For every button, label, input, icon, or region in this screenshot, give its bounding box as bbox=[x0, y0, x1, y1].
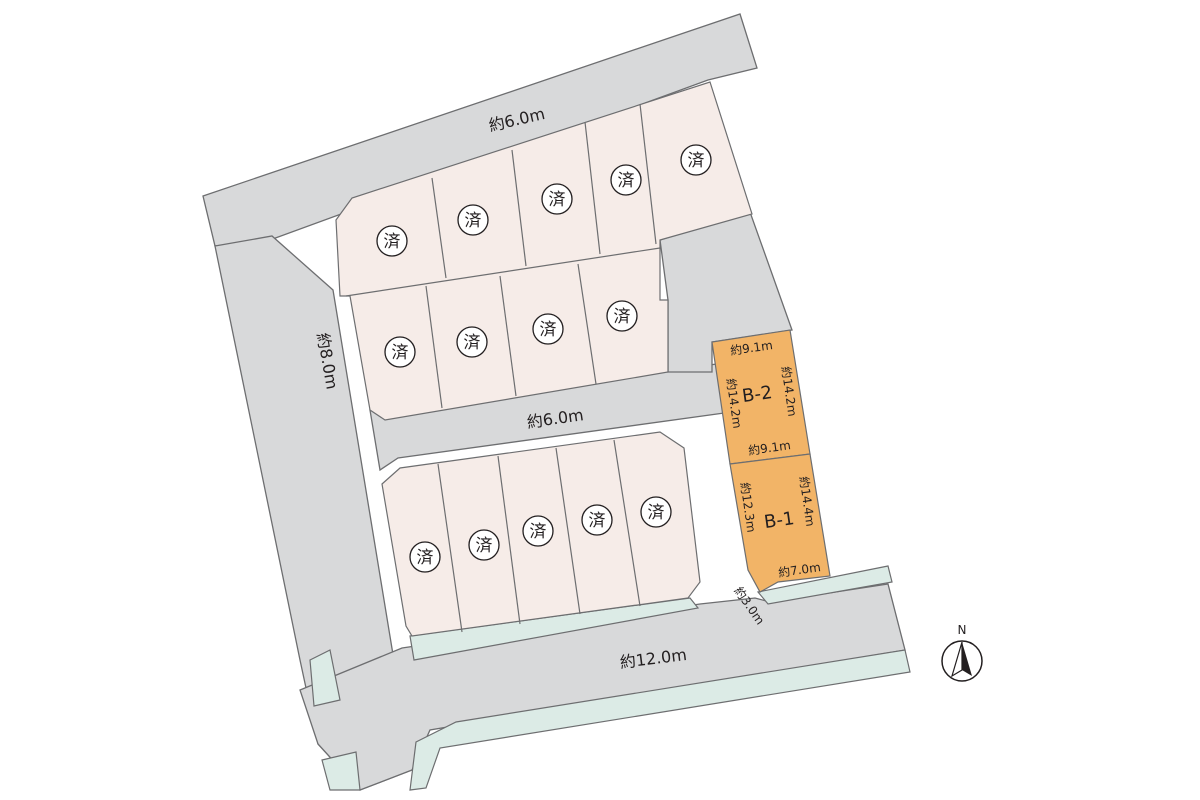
sold-mark-ring bbox=[468, 529, 500, 561]
sold-mark-ring bbox=[376, 225, 408, 257]
lot-b1-left-label: 約12.3m bbox=[738, 481, 760, 533]
sold-mark-ring bbox=[409, 541, 441, 573]
sold-mark: 済 bbox=[614, 307, 631, 327]
sold-mark: 済 bbox=[464, 333, 481, 353]
sold-mark-ring bbox=[532, 313, 564, 345]
sold-mark-ring bbox=[680, 144, 712, 176]
sold-mark: 済 bbox=[688, 151, 705, 171]
sold-mark-ring bbox=[456, 326, 488, 358]
sold-mark: 済 bbox=[540, 320, 557, 340]
sold-marks: 済済済済済済済済済済済済済済 bbox=[376, 144, 712, 573]
sold-mark-ring bbox=[606, 300, 638, 332]
north-label: N bbox=[958, 623, 967, 637]
lot-b2-left-label: 約14.2m bbox=[724, 377, 746, 429]
sold-mark: 済 bbox=[648, 503, 665, 523]
lot-b1-id: B-1 bbox=[763, 508, 796, 533]
lot-b2-bottom-label: 約9.1m bbox=[747, 437, 791, 458]
sold-mark: 済 bbox=[392, 343, 409, 363]
sold-mark-ring bbox=[541, 183, 573, 215]
sold-mark: 済 bbox=[549, 190, 566, 210]
sold-mark: 済 bbox=[589, 511, 606, 531]
sold-mark-ring bbox=[457, 204, 489, 236]
lot-b2-top-label: 約9.1m bbox=[729, 337, 773, 358]
sold-mark: 済 bbox=[417, 548, 434, 568]
sold-mark-ring bbox=[640, 496, 672, 528]
sold-mark-ring bbox=[581, 504, 613, 536]
north-block bbox=[335, 81, 753, 421]
lot-b2-id: B-2 bbox=[741, 382, 774, 407]
sold-mark: 済 bbox=[476, 536, 493, 556]
sold-mark-ring bbox=[610, 164, 642, 196]
lot-b1[interactable] bbox=[729, 453, 831, 593]
sold-mark: 済 bbox=[530, 522, 547, 542]
sold-mark-ring bbox=[522, 515, 554, 547]
sold-mark: 済 bbox=[465, 211, 482, 231]
green-strip-corner bbox=[321, 751, 361, 791]
sold-mark-ring bbox=[384, 336, 416, 368]
lot-b2-right-label: 約14.2m bbox=[779, 365, 801, 417]
north-block-dividers bbox=[345, 103, 661, 409]
green-strip-west bbox=[309, 649, 341, 707]
sold-mark: 済 bbox=[384, 232, 401, 252]
south-block-dividers bbox=[437, 439, 641, 633]
green-strip-east bbox=[756, 565, 893, 605]
sold-mark: 済 bbox=[618, 171, 635, 191]
lot-b1-right-label: 約14.4m bbox=[797, 475, 819, 527]
lot-b1-bottom-label: 約7.0m bbox=[777, 559, 821, 580]
north-arrow-icon bbox=[941, 640, 983, 682]
green-strip-sw bbox=[409, 649, 911, 791]
